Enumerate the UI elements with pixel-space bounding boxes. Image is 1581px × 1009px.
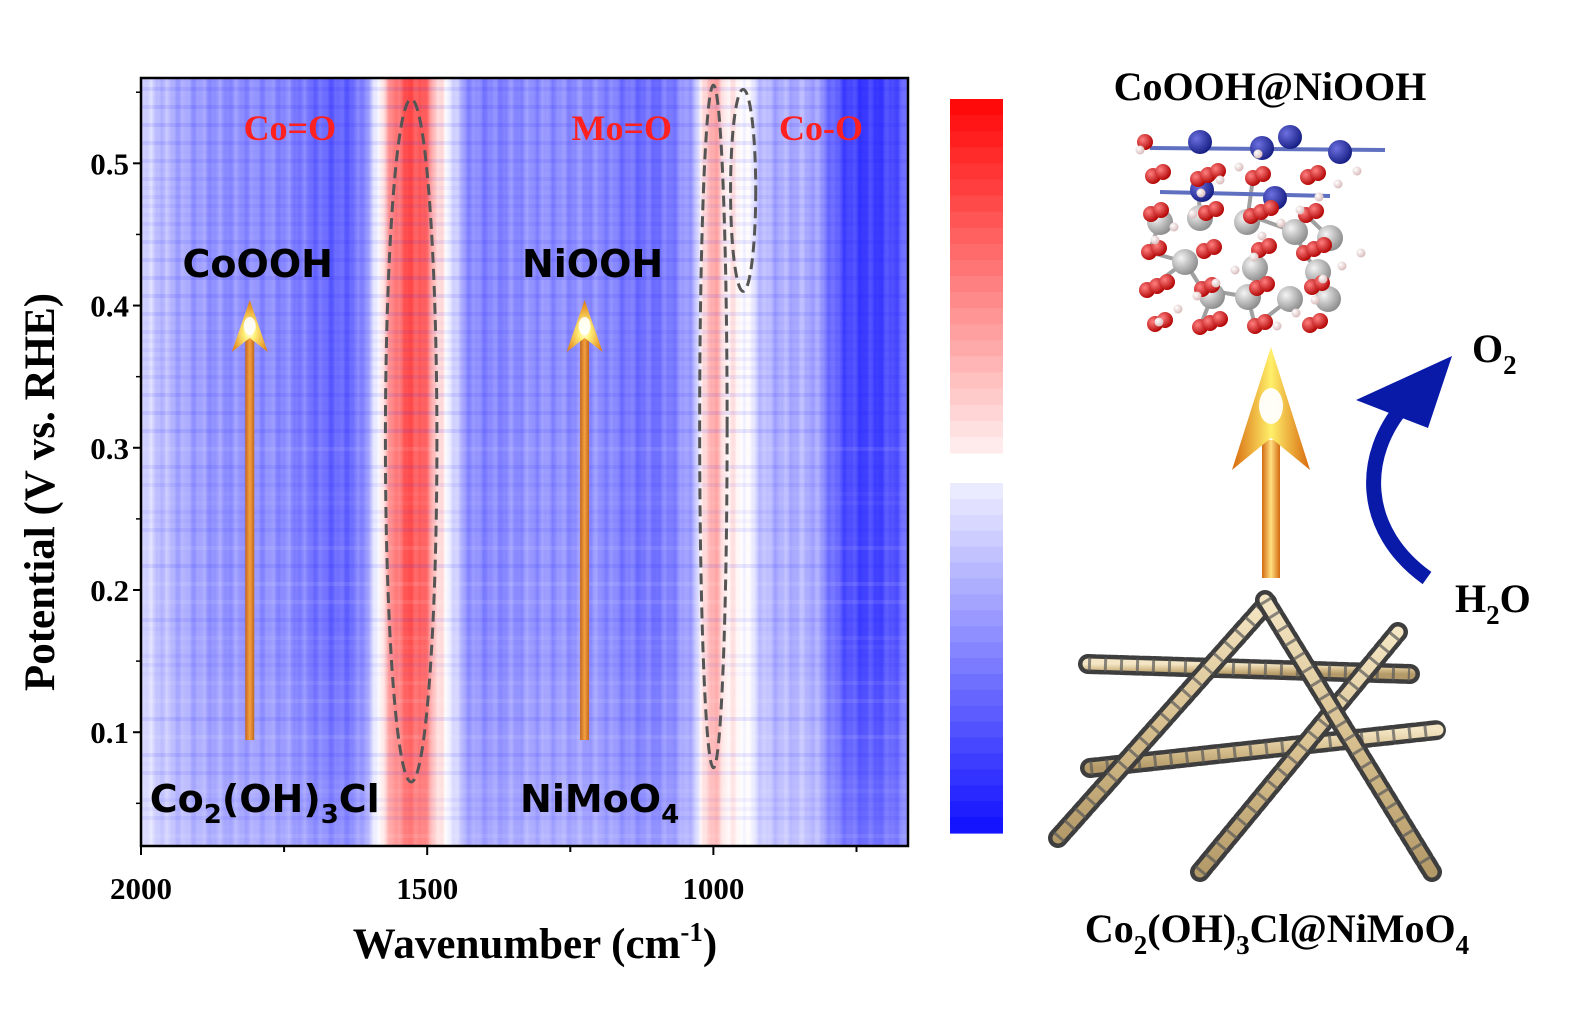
phase-evolution-arrow xyxy=(1232,347,1310,578)
o2-label: O2 xyxy=(1472,326,1517,380)
peak-label-1: Co=O xyxy=(244,108,337,148)
colorbar-level xyxy=(950,324,1003,341)
colorbar-level xyxy=(950,817,1003,834)
colorbar-level xyxy=(950,211,1003,229)
colorbar-level xyxy=(950,99,1003,116)
y-tick-label: 0.4 xyxy=(90,289,129,324)
plot-frame xyxy=(139,76,910,848)
colorbar-level xyxy=(950,163,1003,181)
colorbar-level xyxy=(950,179,1003,197)
colorbar-level xyxy=(950,578,1003,595)
transition-product-label: CoOOH xyxy=(183,242,333,286)
colorbar-level xyxy=(950,721,1003,739)
colorbar-level xyxy=(950,769,1003,786)
highlight-regions xyxy=(383,83,758,784)
colorbar-level xyxy=(950,546,1003,564)
colorbar-level xyxy=(950,276,1003,293)
y-tick-label: 0.1 xyxy=(90,715,129,750)
x-axis-label: Wavenumber (cm-1) xyxy=(353,917,717,968)
colorbar-level xyxy=(950,753,1003,770)
product-label: CoOOH@NiOOH xyxy=(1114,64,1427,109)
highlight-oval-3 xyxy=(729,87,758,293)
heatmap-image xyxy=(141,78,908,846)
colorbar-level xyxy=(950,514,1003,532)
precursor-label: Co2(OH)3Cl@NiMoO4 xyxy=(1085,906,1469,960)
colorbar-level xyxy=(950,705,1003,723)
colorbar xyxy=(950,99,1003,834)
y-tick-label: 0.3 xyxy=(90,431,129,466)
highlight-oval-2 xyxy=(698,83,729,770)
highlight-oval-1 xyxy=(383,97,439,784)
transition-2: NiOOH NiMoO4 xyxy=(520,242,679,830)
transition-precursor-label: Co2(OH)3Cl xyxy=(150,777,380,830)
colorbar-level xyxy=(950,259,1003,277)
y-tick-label: 0.5 xyxy=(90,146,129,181)
peak-labels: Co=O Mo=O Co-O xyxy=(244,108,863,148)
x-tick-label: 1500 xyxy=(396,871,458,906)
colorbar-level xyxy=(950,131,1003,148)
nanorod-array-image xyxy=(1048,590,1448,882)
phase-transitions: CoOOH Co2(OH)3Cl NiOOH NiMoO4 xyxy=(150,242,679,830)
colorbar-level xyxy=(950,737,1003,755)
y-tick-label: 0.2 xyxy=(90,573,129,608)
y-axis-label: Potential (V vs. RHE) xyxy=(17,293,64,691)
y-axis: 0.1 0.2 0.3 0.4 0.5 xyxy=(90,91,141,805)
colorbar-level xyxy=(950,308,1003,325)
colorbar-level xyxy=(950,626,1003,643)
peak-label-2: Mo=O xyxy=(572,108,673,148)
colorbar-level xyxy=(950,372,1003,390)
transition-1: CoOOH Co2(OH)3Cl xyxy=(150,242,380,830)
colorbar-level xyxy=(950,610,1003,627)
colorbar-level xyxy=(950,356,1003,374)
colorbar-level xyxy=(950,420,1003,438)
colorbar-level xyxy=(950,689,1003,707)
transition-arrow-shaft xyxy=(245,335,255,740)
colorbar-level xyxy=(950,530,1003,548)
colorbar-level xyxy=(950,642,1003,659)
colorbar-level xyxy=(950,340,1003,358)
colorbar-level xyxy=(950,147,1003,164)
colorbar-level xyxy=(950,562,1003,580)
colorbar-level xyxy=(950,483,1003,500)
colorbar-level xyxy=(950,243,1003,261)
x-tick-label: 2000 xyxy=(110,871,172,906)
colorbar-level xyxy=(950,658,1003,675)
colorbar-level xyxy=(950,115,1003,132)
transition-arrow-shaft xyxy=(580,335,590,740)
coooh-niooh-structure-image xyxy=(1135,125,1386,335)
colorbar-level xyxy=(950,785,1003,802)
h2o-label: H2O xyxy=(1455,576,1531,630)
heatmap-row-texture xyxy=(141,87,908,838)
transition-product-label: NiOOH xyxy=(522,242,663,286)
colorbar-level xyxy=(950,292,1003,309)
colorbar-level xyxy=(950,673,1003,691)
colorbar-level xyxy=(950,195,1003,213)
peak-label-3: Co-O xyxy=(779,108,863,148)
colorbar-level xyxy=(950,436,1003,454)
colorbar-level xyxy=(950,388,1003,406)
colorbar-level xyxy=(950,227,1003,245)
x-axis: 2000 1500 1000 xyxy=(110,846,858,906)
x-tick-label: 1000 xyxy=(682,871,744,906)
colorbar-level xyxy=(950,498,1003,516)
colorbar-level xyxy=(950,404,1003,422)
colorbar-level xyxy=(950,594,1003,611)
curved-blue-arrow xyxy=(1356,356,1452,585)
transition-precursor-label: NiMoO4 xyxy=(520,777,679,830)
colorbar-level xyxy=(950,801,1003,818)
